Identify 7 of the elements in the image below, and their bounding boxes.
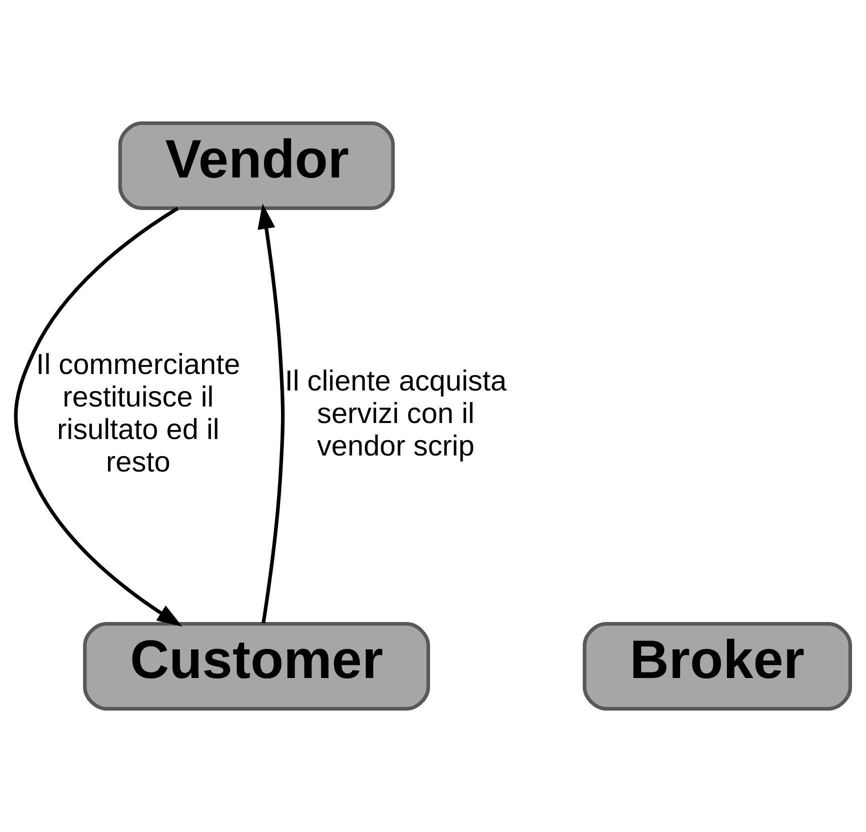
arrow bbox=[14, 206, 182, 627]
edge-label: Il commerciante restituisce il risultato ed il resto bbox=[36, 349, 240, 479]
arrow bbox=[258, 203, 285, 624]
edge-label: Il cliente acquista servizi con il vendor scrip bbox=[284, 365, 507, 462]
node-box: Customer bbox=[83, 622, 430, 711]
node-box: Broker bbox=[582, 622, 852, 711]
node-box: Vendor bbox=[118, 121, 395, 210]
